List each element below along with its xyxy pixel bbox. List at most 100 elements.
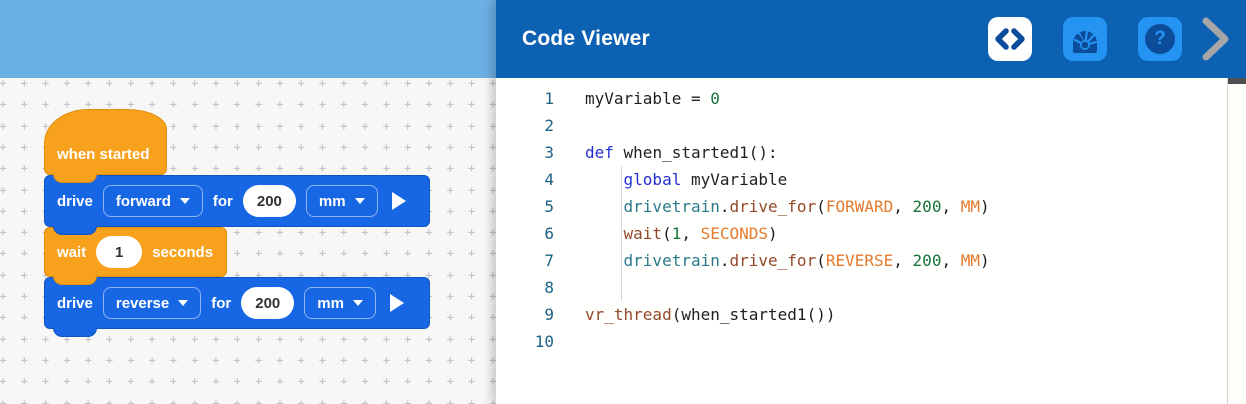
- canvas-dot: +: [403, 78, 412, 90]
- canvas-dot: +: [467, 121, 476, 133]
- canvas-dot: +: [339, 121, 348, 133]
- canvas-dot: +: [318, 398, 327, 404]
- distance-input[interactable]: 200: [242, 185, 296, 217]
- line-number: 7: [544, 251, 554, 270]
- canvas-dot: +: [0, 376, 8, 388]
- canvas-dot: +: [105, 398, 114, 404]
- canvas-dot: +: [403, 398, 412, 404]
- canvas-dot: +: [360, 99, 370, 111]
- canvas-dot: +: [62, 398, 72, 404]
- canvas-dot: +: [467, 99, 476, 111]
- distance-input[interactable]: 200: [241, 287, 295, 319]
- canvas-dot: +: [488, 312, 496, 324]
- canvas-dot: +: [446, 163, 455, 175]
- canvas-dot: +: [275, 121, 285, 133]
- canvas-dot: +: [0, 248, 8, 260]
- canvas-dot: +: [20, 185, 29, 196]
- canvas-dot: +: [83, 355, 93, 367]
- canvas-dot: +: [424, 334, 434, 346]
- gauge-monitor-icon: [1069, 25, 1101, 53]
- canvas-dot: +: [446, 142, 455, 154]
- canvas-dot: +: [360, 355, 370, 367]
- canvas-dot: +: [254, 334, 263, 346]
- canvas-dot: +: [211, 99, 221, 111]
- canvas-dot: +: [360, 398, 370, 404]
- code-line: 9 vr_thread(when_started1()): [496, 301, 1246, 328]
- canvas-dot: +: [488, 248, 496, 260]
- code-line: 10: [496, 328, 1246, 355]
- canvas-dot: +: [147, 99, 157, 111]
- canvas-dot: +: [211, 142, 221, 154]
- scrollbar-track[interactable]: [1227, 78, 1246, 404]
- header-buttons: ?: [988, 17, 1182, 61]
- collapse-chevron-icon[interactable]: [1198, 15, 1232, 63]
- gauge-monitor-button[interactable]: [1063, 17, 1107, 61]
- code-line: 5 drivetrain.drive_for(FORWARD, 200, MM): [496, 193, 1246, 220]
- canvas-dot: +: [20, 78, 29, 90]
- canvas-dot: +: [0, 142, 8, 154]
- canvas-dot: +: [0, 334, 8, 346]
- canvas-dot: +: [488, 291, 496, 303]
- help-button[interactable]: ?: [1138, 17, 1182, 61]
- canvas-dot: +: [360, 334, 370, 346]
- canvas-dot: +: [254, 227, 263, 239]
- scrollbar-thumb[interactable]: [1228, 78, 1246, 84]
- direction-dropdown[interactable]: forward: [102, 185, 203, 217]
- canvas-dot: +: [488, 78, 496, 90]
- code-text: def when_started1():: [585, 143, 778, 162]
- canvas-dot: +: [446, 248, 455, 260]
- canvas-dot: +: [0, 99, 8, 111]
- canvas-dot: +: [275, 248, 285, 260]
- line-number: 4: [544, 170, 554, 189]
- canvas-dot: +: [339, 163, 348, 175]
- canvas-dot: +: [169, 334, 178, 346]
- wait-block[interactable]: wait 1 seconds: [44, 227, 227, 285]
- line-number: 9: [544, 305, 554, 324]
- canvas-dot: +: [147, 334, 157, 346]
- canvas-dot: +: [296, 398, 306, 404]
- code-view-button[interactable]: [988, 17, 1032, 61]
- canvas-dot: +: [20, 99, 29, 111]
- drive-forward-block[interactable]: drive forward for 200 mm: [44, 175, 430, 235]
- canvas-dot: +: [296, 334, 306, 346]
- chevron-down-icon: [354, 198, 365, 204]
- canvas-dot: +: [0, 78, 8, 90]
- run-block-play-icon[interactable]: [389, 294, 404, 312]
- canvas-dot: +: [424, 227, 434, 239]
- canvas-dot: +: [360, 121, 370, 133]
- canvas-dot: +: [382, 398, 391, 404]
- indent-guide: [621, 247, 622, 274]
- canvas-dot: +: [488, 227, 496, 239]
- drive-verb-label: drive: [57, 294, 93, 312]
- direction-dropdown[interactable]: reverse: [102, 287, 202, 319]
- line-number: 3: [544, 143, 554, 162]
- canvas-dot: +: [467, 291, 476, 303]
- drive-reverse-block[interactable]: drive reverse for 200 mm: [44, 277, 430, 337]
- canvas-dot: +: [488, 142, 496, 154]
- canvas-dot: +: [254, 99, 263, 111]
- wait-duration-input[interactable]: 1: [96, 236, 143, 268]
- canvas-dot: +: [488, 185, 496, 196]
- block-workspace: when started drive forward for 200 mm wa…: [0, 0, 496, 404]
- canvas-dot: +: [20, 163, 29, 175]
- unit-dropdown[interactable]: mm: [305, 185, 378, 217]
- when-started-hat-block[interactable]: when started: [44, 109, 167, 183]
- code-viewer-header: Code Viewer: [496, 0, 1246, 78]
- canvas-dot: +: [382, 227, 391, 239]
- canvas-dot: +: [20, 270, 29, 282]
- canvas-dot: +: [467, 334, 476, 346]
- canvas-dot: +: [126, 398, 135, 404]
- run-block-play-icon[interactable]: [391, 192, 406, 210]
- code-line: 4 global myVariable: [496, 166, 1246, 193]
- canvas-dot: +: [41, 334, 50, 346]
- unit-dropdown[interactable]: mm: [304, 287, 376, 319]
- canvas-dot: +: [20, 248, 29, 260]
- canvas-dot: +: [339, 99, 348, 111]
- canvas-dot: +: [169, 121, 178, 133]
- canvas-dot: +: [62, 99, 72, 111]
- block-canvas[interactable]: when started drive forward for 200 mm wa…: [0, 78, 496, 404]
- code-text: vr_thread(when_started1()): [585, 305, 836, 324]
- seconds-label: seconds: [152, 243, 214, 261]
- canvas-dot: +: [467, 185, 476, 196]
